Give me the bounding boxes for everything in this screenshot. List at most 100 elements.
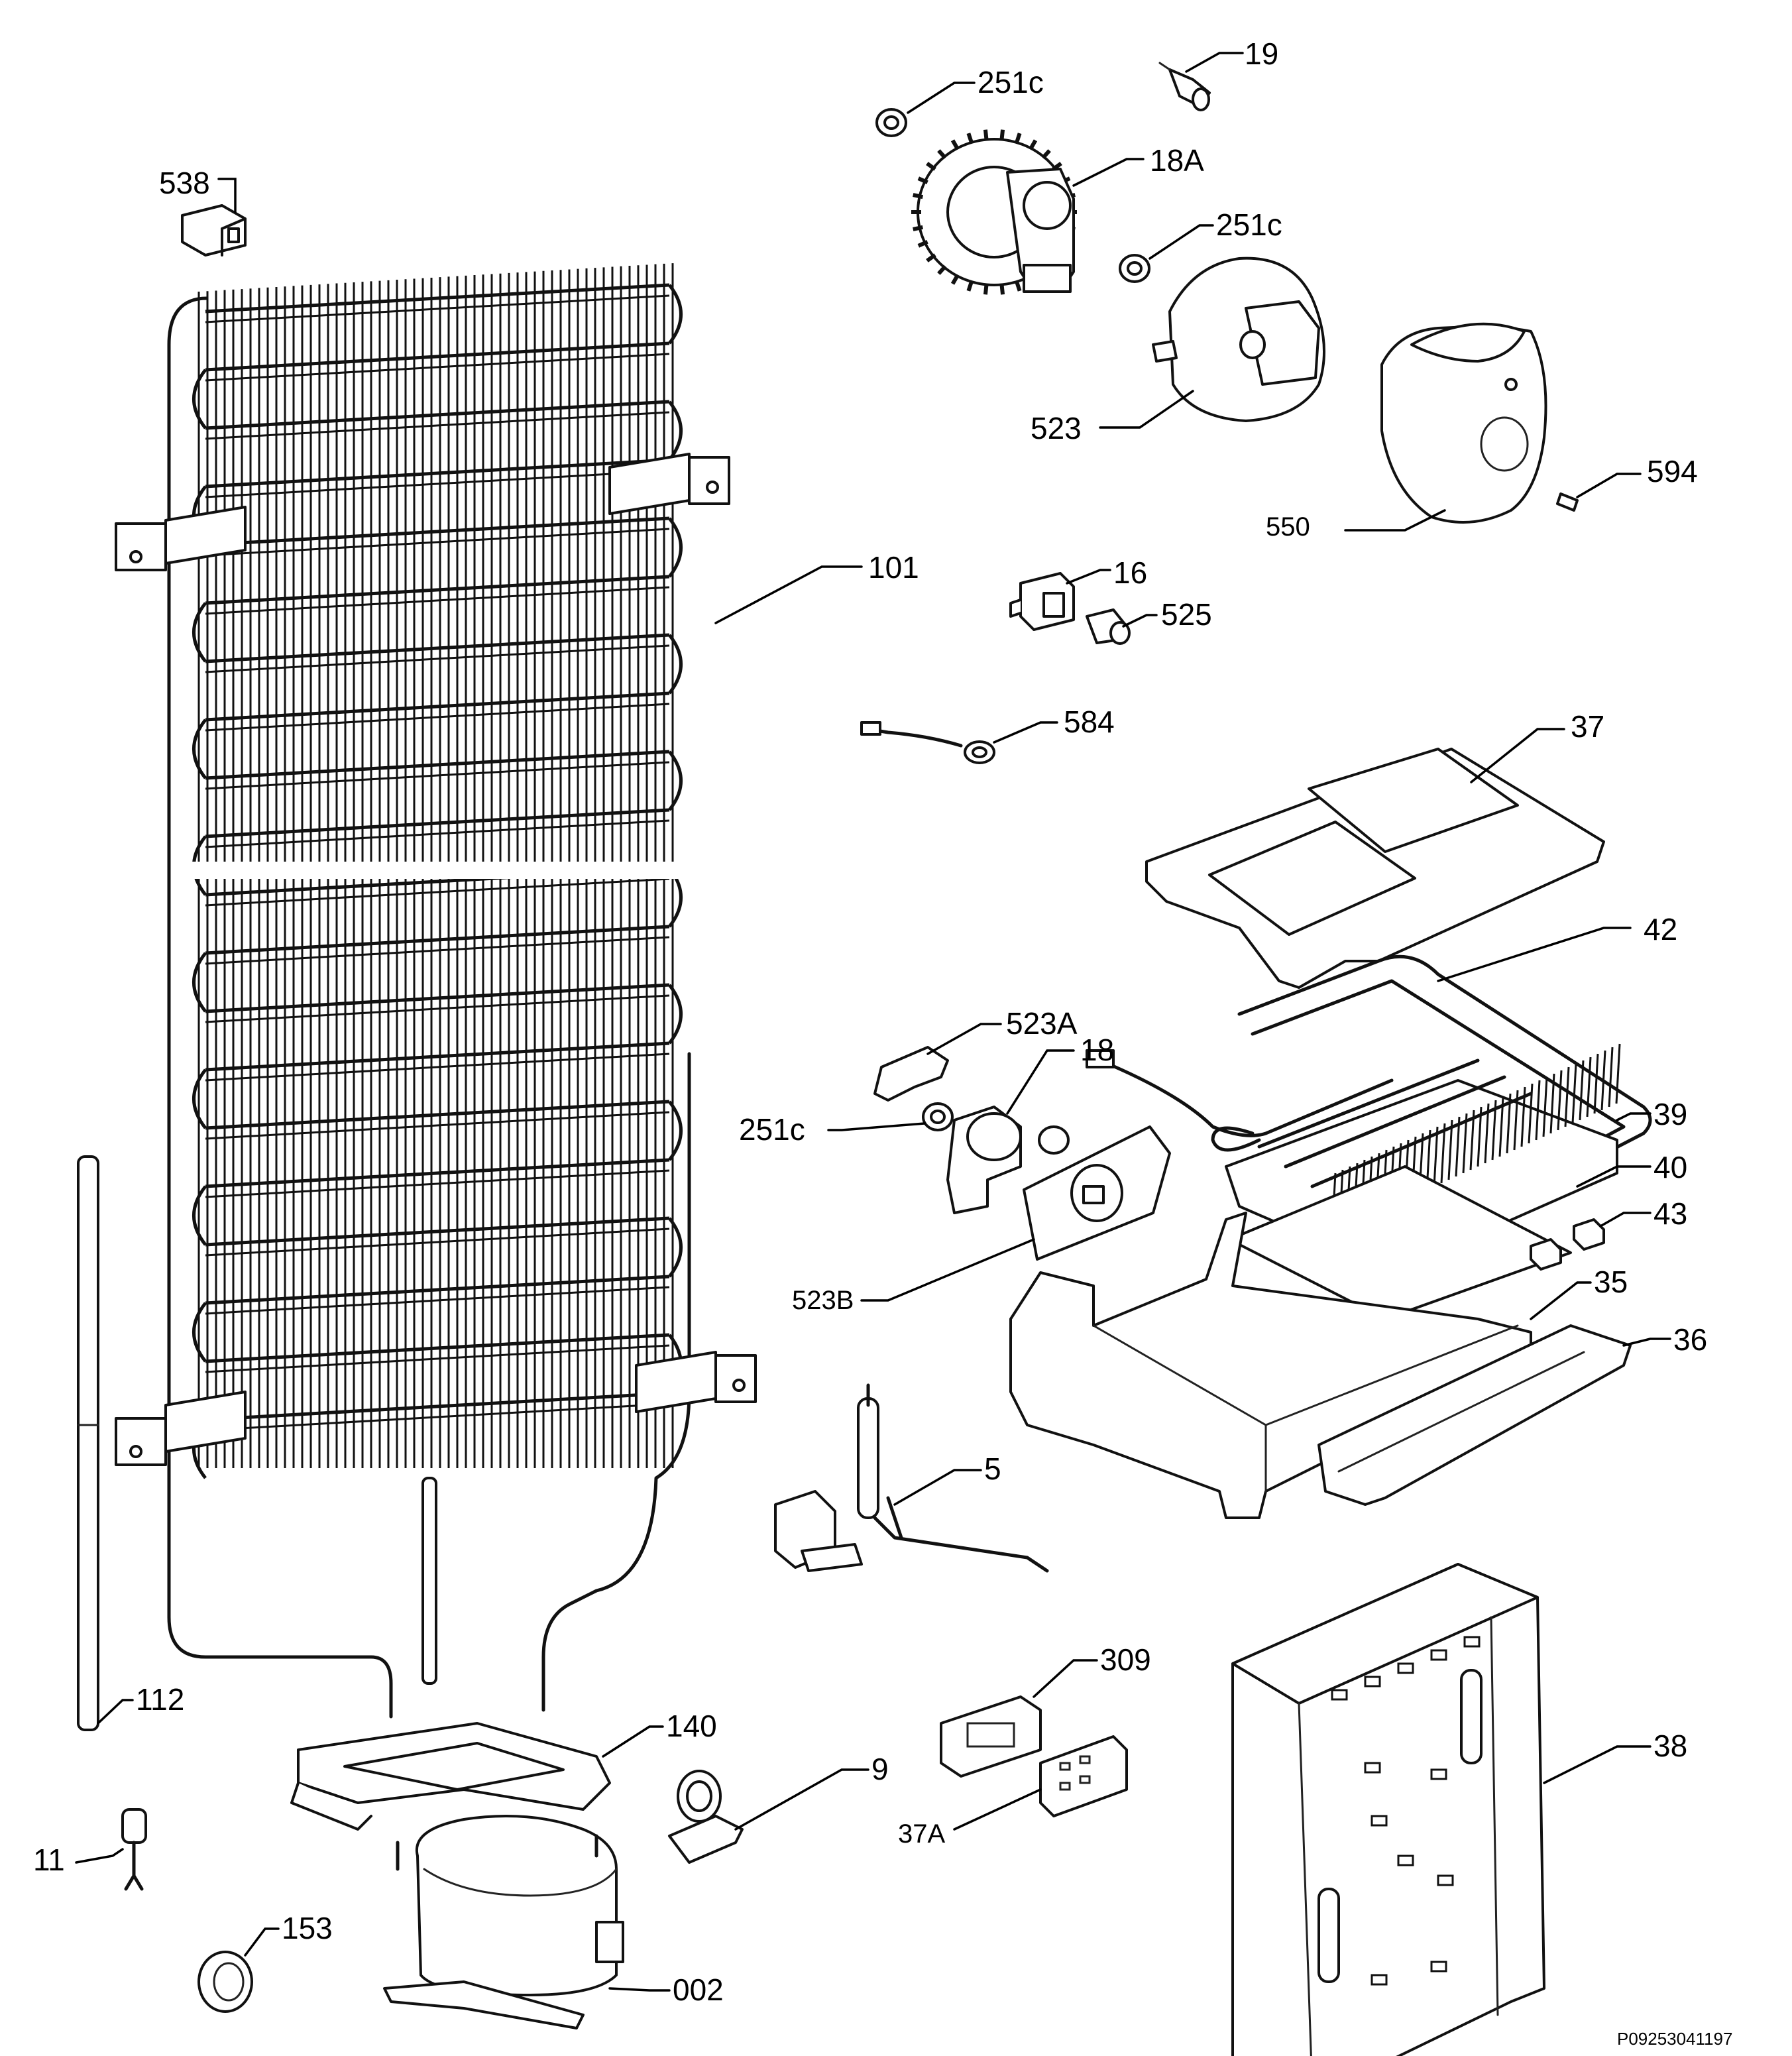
leader-19 [1185, 52, 1244, 73]
leader-550 [1344, 509, 1446, 532]
label-523: 523 [1031, 411, 1082, 445]
label-002: 002 [673, 1972, 724, 2007]
leader-38 [1543, 1745, 1652, 1784]
condenser-bracket-bottom-right [635, 1351, 757, 1413]
label-39: 39 [1653, 1097, 1687, 1131]
cover-37-part [1145, 748, 1605, 989]
leader-18 [1006, 1049, 1075, 1115]
leader-36 [1622, 1338, 1671, 1347]
leader-523b [860, 1238, 1035, 1302]
label-251c-top: 251c [978, 65, 1044, 99]
label-538: 538 [159, 166, 210, 200]
label-11: 11 [33, 1843, 65, 1877]
plate-523b-part [1023, 1125, 1171, 1261]
sensor-584-part [860, 721, 995, 764]
condenser-bracket-top-left [115, 506, 247, 571]
blocks-43-part [1530, 1218, 1605, 1271]
leader-309 [1033, 1659, 1098, 1698]
label-35: 35 [1594, 1265, 1628, 1299]
leader-112 [97, 1699, 134, 1725]
leader-42 [1437, 927, 1632, 982]
leader-40 [1576, 1165, 1652, 1188]
tray-35-part [1009, 1212, 1532, 1519]
condenser-bracket-top-right [608, 453, 730, 515]
leader-584 [993, 721, 1058, 744]
condenser-coil-part [115, 263, 757, 1719]
label-40: 40 [1653, 1150, 1687, 1184]
back-panel-38-part [1231, 1563, 1545, 2056]
switch-16-part [1009, 572, 1075, 631]
label-16: 16 [1113, 555, 1147, 590]
label-19: 19 [1245, 36, 1278, 71]
leader-37 [1470, 728, 1565, 783]
leader-523 [1099, 390, 1194, 429]
label-309: 309 [1100, 1642, 1151, 1677]
condenser-bracket-bottom-left [115, 1391, 247, 1466]
drain-channel-36-part [1317, 1324, 1632, 1506]
label-523a: 523A [1006, 1006, 1078, 1041]
pin-594-part [1556, 492, 1579, 512]
base-frame-140-part [290, 1722, 611, 1831]
label-18a: 18A [1150, 143, 1204, 178]
fan-housing-523-part [1152, 257, 1325, 422]
leader-37a [953, 1788, 1042, 1831]
grommet-251c-mid-part [1119, 254, 1150, 283]
plate-40-part [1228, 1165, 1572, 1320]
part-11 [121, 1808, 147, 1891]
fan-motor-18-part [946, 1106, 1070, 1214]
grommet-251c-low-part [922, 1102, 954, 1131]
document-code: P09253041197 [1617, 2029, 1732, 2049]
leader-140 [602, 1725, 664, 1758]
clip-538-part [181, 204, 247, 257]
ring-153-part [197, 1951, 253, 2013]
label-112: 112 [136, 1682, 184, 1717]
leader-11 [75, 1848, 124, 1864]
label-9: 9 [871, 1752, 889, 1786]
knob-525-part [1086, 608, 1131, 645]
label-140: 140 [666, 1709, 717, 1743]
compressor-002-part [383, 1815, 624, 2029]
label-251c-low: 251c [739, 1112, 805, 1147]
plug-19-part [1158, 62, 1211, 111]
panel-slots [1331, 1636, 1481, 1986]
leader-251c-top [907, 82, 976, 114]
label-251c-mid: 251c [1216, 207, 1282, 242]
leader-18a [1072, 158, 1145, 187]
leader-251c-mid [1148, 224, 1214, 260]
label-43: 43 [1653, 1196, 1687, 1231]
label-37: 37 [1571, 709, 1604, 744]
leader-35 [1530, 1281, 1592, 1320]
part-labels: 19 251c 18A 538 251c 523 594 550 101 16 … [33, 36, 1732, 2049]
leader-525 [1122, 614, 1158, 628]
label-550: 550 [1266, 512, 1310, 542]
leader-002 [608, 1987, 671, 1992]
label-37a: 37A [898, 1819, 945, 1849]
leader-9 [734, 1768, 869, 1831]
label-594: 594 [1647, 454, 1698, 488]
grommet-251c-top-part [875, 108, 907, 137]
holder-9-part [668, 1770, 744, 1864]
leader-39 [1616, 1112, 1652, 1121]
leader-251c-low [827, 1122, 926, 1131]
tube-112-part [77, 1155, 99, 1731]
label-5: 5 [984, 1452, 1001, 1486]
fan-motor-18a-part [911, 129, 1077, 295]
label-101: 101 [868, 550, 919, 585]
leader-523a [926, 1023, 1002, 1055]
fan-cover-550-part [1380, 322, 1547, 524]
label-584: 584 [1064, 705, 1115, 739]
label-38: 38 [1653, 1729, 1687, 1763]
label-153: 153 [282, 1911, 333, 1945]
leader-lines [75, 52, 1671, 1992]
valve-5-part [774, 1383, 1049, 1573]
leader-101 [714, 565, 863, 624]
label-42: 42 [1644, 912, 1677, 946]
label-523b: 523B [792, 1286, 854, 1315]
leader-5 [893, 1469, 982, 1506]
module-37a-part [1039, 1735, 1128, 1817]
leader-153 [244, 1927, 280, 1957]
leader-538 [217, 178, 237, 213]
label-525: 525 [1161, 597, 1212, 632]
module-309-part [940, 1695, 1042, 1778]
